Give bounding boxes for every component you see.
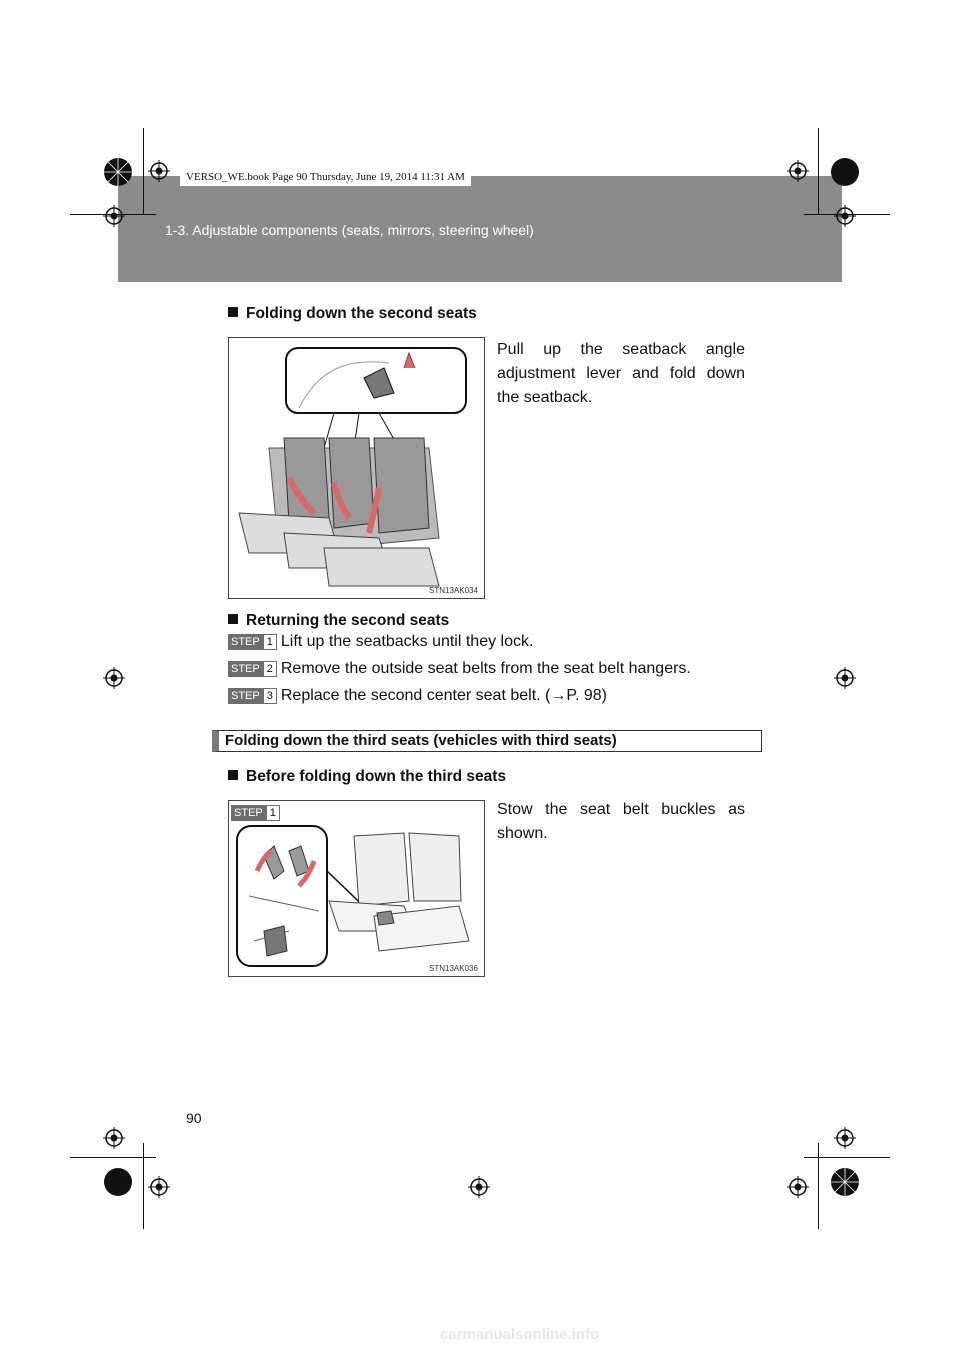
crop-line <box>804 1157 890 1158</box>
folding-second-text: Pull up the seatback angle adjustment le… <box>497 341 745 406</box>
section-header: 1-3. Adjustable components (seats, mirro… <box>165 222 534 238</box>
step-text: Remove the outside seat belts from the s… <box>280 660 691 677</box>
step-text: Lift up the seatbacks until they lock. <box>280 633 534 650</box>
page-number: 90 <box>186 1110 202 1126</box>
color-rosette-icon <box>830 157 860 187</box>
registration-mark-icon <box>787 160 809 182</box>
bullet-square-icon <box>228 307 238 317</box>
crop-line <box>70 1157 156 1158</box>
figure-code: STN13AK034 <box>429 586 478 595</box>
bullet-square-icon <box>228 770 238 780</box>
subheading-folding-second: Folding down the second seats <box>228 305 477 323</box>
crop-line <box>143 128 144 214</box>
registration-mark-icon <box>834 667 856 689</box>
subheading-returning-second: Returning the second seats <box>228 612 449 630</box>
section-title-third-seats: Folding down the third seats (vehicles w… <box>212 730 762 752</box>
color-rosette-icon <box>103 1167 133 1197</box>
before-folding-text: Stow the seat belt buckles as shown. <box>497 801 745 842</box>
crop-line <box>143 1143 144 1229</box>
color-rosette-icon <box>103 157 133 187</box>
watermark: carmanualsonline.info <box>440 1326 600 1343</box>
figure-folding-second: STN13AK034 <box>228 337 485 599</box>
registration-mark-icon <box>787 1176 809 1198</box>
step-text: Replace the second center seat belt. (→P… <box>280 687 607 704</box>
registration-mark-icon <box>103 205 125 227</box>
subheading-before-folding: Before folding down the third seats <box>228 768 506 786</box>
registration-mark-icon <box>468 1176 490 1198</box>
crop-line <box>818 128 819 214</box>
registration-mark-icon <box>834 205 856 227</box>
header-band <box>118 176 842 282</box>
registration-mark-icon <box>148 160 170 182</box>
seat-fold-illustration <box>238 347 467 587</box>
registration-mark-icon <box>834 1127 856 1149</box>
registration-mark-icon <box>103 667 125 689</box>
crop-line <box>818 1143 819 1229</box>
color-rosette-icon <box>830 1167 860 1197</box>
figure-code: STN13AK036 <box>429 964 478 973</box>
bullet-square-icon <box>228 614 238 624</box>
registration-mark-icon <box>103 1127 125 1149</box>
registration-mark-icon <box>148 1176 170 1198</box>
book-stamp: VERSO_WE.book Page 90 Thursday, June 19,… <box>180 168 471 186</box>
buckle-stow-illustration <box>236 825 470 967</box>
